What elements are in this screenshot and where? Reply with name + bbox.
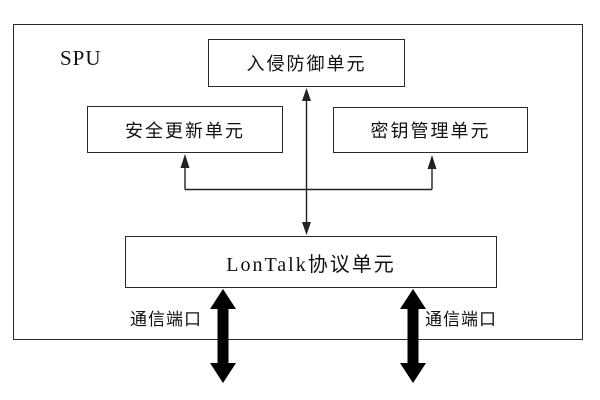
- spu-label: SPU: [60, 46, 102, 70]
- box-security-update-label: 安全更新单元: [125, 120, 245, 141]
- box-lontalk-protocol-label: LonTalk协议单元: [226, 253, 396, 276]
- box-security-update: 安全更新单元: [87, 106, 283, 153]
- port-label-left: 通信端口: [130, 310, 202, 329]
- box-intrusion-prevention-label: 入侵防御单元: [246, 54, 367, 74]
- box-lontalk-protocol: LonTalk协议单元: [125, 236, 497, 288]
- port-label-right: 通信端口: [425, 310, 497, 329]
- box-key-management-label: 密钥管理单元: [370, 121, 491, 141]
- box-intrusion-prevention: 入侵防御单元: [208, 39, 405, 87]
- spu-container-box: [13, 24, 583, 340]
- box-key-management: 密钥管理单元: [333, 107, 528, 153]
